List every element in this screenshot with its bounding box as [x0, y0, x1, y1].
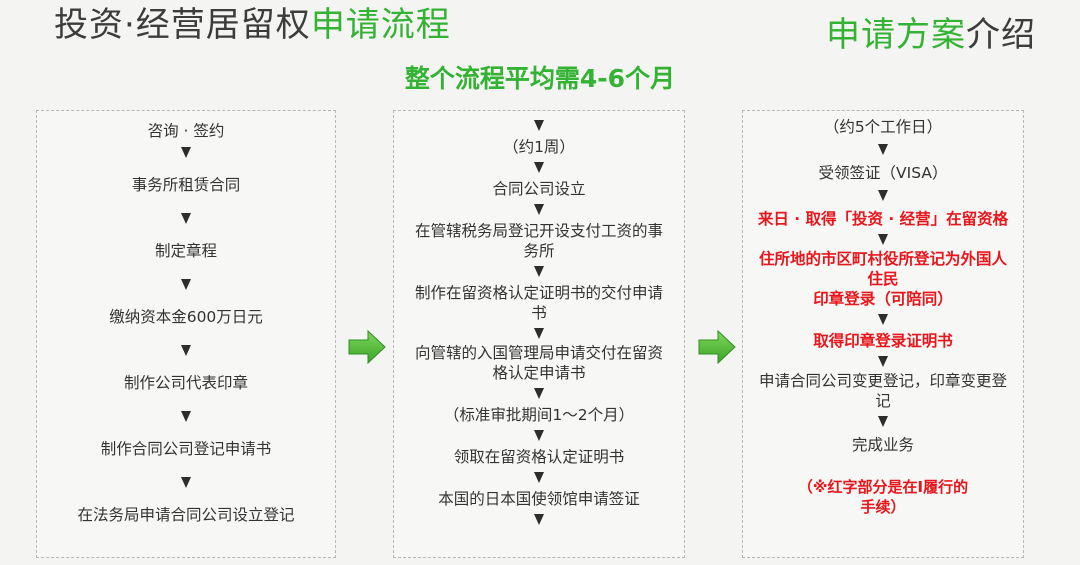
flow-column-2: （约1周） 合同公司设立 在管辖税务局登记开设支付工资的事务所 制作在留资格认定… — [393, 110, 685, 558]
step-receive-visa: 受领签证（VISA） — [818, 164, 948, 182]
section-title-part2: 介绍 — [966, 15, 1036, 55]
step-application: 制作合同公司登记申请书 — [100, 440, 272, 458]
step-company-established: 合同公司设立 — [492, 180, 586, 198]
down-arrow-icon — [534, 513, 544, 525]
step-week: （约1周） — [503, 138, 575, 156]
step-lease: 事务所租赁合同 — [131, 176, 241, 194]
flow-column-3: （约5个工作日） 受领签证（VISA） 来日 · 取得「投资 · 经营」在留资格… — [742, 110, 1024, 558]
step-working-days: （约5个工作日） — [823, 118, 943, 136]
down-arrow-icon — [878, 233, 888, 245]
step-consult: 咨询 · 签约 — [147, 122, 225, 140]
step-registration: 在法务局申请合同公司设立登记 — [77, 506, 295, 524]
page-title: 投资·经营居留权申请流程 — [54, 2, 451, 48]
down-arrow-icon — [878, 313, 888, 325]
down-arrow-icon — [534, 119, 544, 131]
step-seal-registration: 印章登录（可陪同） — [813, 290, 953, 308]
down-arrow-icon — [878, 189, 888, 201]
down-arrow-icon — [181, 344, 191, 356]
section-title-part1: 申请方案 — [826, 15, 966, 55]
step-arrival: 来日 · 取得「投资 · 经营」在留资格 — [757, 210, 1009, 228]
right-arrow-icon — [348, 330, 386, 364]
section-title: 申请方案介绍 — [826, 12, 1036, 58]
down-arrow-icon — [878, 415, 888, 427]
step-company-change: 申请合同公司变更登记，印章变更登记 — [758, 372, 1007, 410]
down-arrow-icon — [534, 429, 544, 441]
down-arrow-icon — [534, 203, 544, 215]
flow-column-1: 咨询 · 签约 事务所租赁合同 制定章程 缴纳资本金600万日元 制作公司代表印… — [36, 110, 336, 558]
down-arrow-icon — [534, 265, 544, 277]
step-tax-office: 在管辖税务局登记开设支付工资的事务所 — [414, 222, 663, 260]
subtitle: 整个流程平均需4-6个月 — [404, 64, 676, 93]
down-arrow-icon — [534, 471, 544, 483]
down-arrow-icon — [534, 387, 544, 399]
footnote: （※红字部分是在I履行的手续） — [797, 478, 969, 516]
step-capital: 缴纳资本金600万日元 — [109, 308, 263, 326]
down-arrow-icon — [878, 355, 888, 367]
down-arrow-icon — [181, 476, 191, 488]
step-complete: 完成业务 — [851, 436, 914, 454]
step-receive-coe: 领取在留资格认定证明书 — [453, 448, 625, 466]
down-arrow-icon — [181, 146, 191, 158]
step-seal-certificate: 取得印章登录证明书 — [813, 332, 953, 350]
down-arrow-icon — [181, 410, 191, 422]
step-immigration: 向管辖的入国管理局申请交付在留资格认定申请书 — [414, 344, 663, 382]
down-arrow-icon — [181, 278, 191, 290]
step-resident-registration: 住所地的市区町村役所登记为外国人住民 — [759, 250, 1008, 288]
title-part1: 投资·经营居留权 — [54, 5, 311, 45]
down-arrow-icon — [534, 161, 544, 173]
step-seal: 制作公司代表印章 — [123, 374, 248, 392]
down-arrow-icon — [878, 143, 888, 155]
step-visa-application: 本国的日本国使领馆申请签证 — [438, 490, 640, 508]
down-arrow-icon — [534, 327, 544, 339]
title-part2: 申请流程 — [310, 5, 451, 45]
step-articles: 制定章程 — [154, 242, 217, 260]
down-arrow-icon — [181, 212, 191, 224]
step-coe-form: 制作在留资格认定证明书的交付申请书 — [414, 284, 663, 322]
right-arrow-icon — [698, 330, 736, 364]
step-review-period: （标准审批期间1～2个月） — [443, 406, 635, 424]
